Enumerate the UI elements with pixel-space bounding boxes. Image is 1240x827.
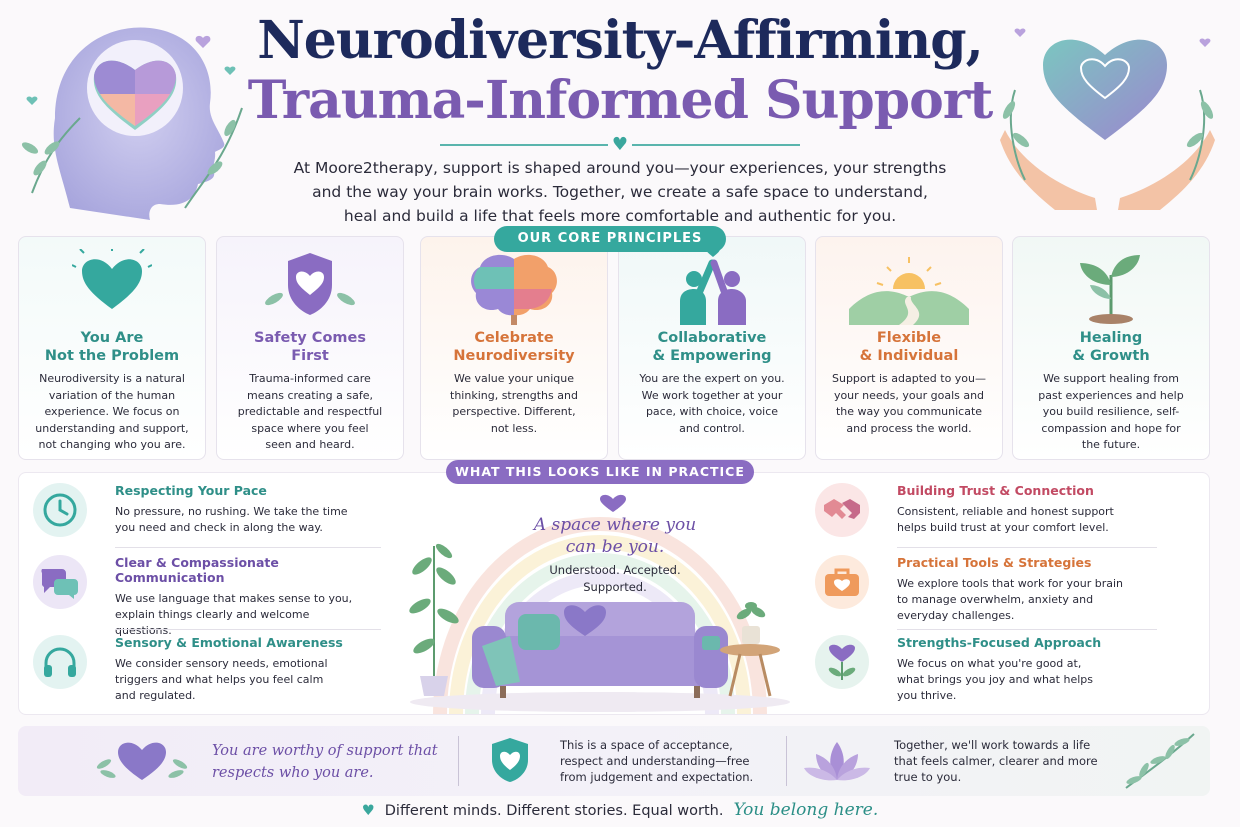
practice-text: No pressure, no rushing. We take the tim… (115, 505, 348, 534)
footer: ♥ Different minds. Different stories. Equ… (0, 800, 1240, 820)
practice-item-strengths: Strengths-Focused Approach We focus on w… (815, 635, 1155, 704)
principle-title: Flexible& Individual (859, 330, 959, 364)
heart-flower-icon (815, 635, 869, 689)
bottom-banner (18, 726, 1210, 796)
footer-belong: You belong here. (733, 800, 879, 820)
high-five-icon (680, 246, 746, 325)
heart-icon (72, 249, 152, 309)
banner-divider (786, 736, 787, 786)
handshake-icon (815, 483, 869, 537)
footer-text: Different minds. Different stories. Equa… (384, 803, 724, 819)
practice-item-trust: Building Trust & Connection Consistent, … (815, 483, 1155, 537)
leaf-branch-icon (1125, 733, 1195, 789)
core-principles-pill: OUR CORE PRINCIPLES (494, 226, 726, 252)
page-title-line1: Neurodiversity-Affirming, (257, 10, 984, 71)
page-title-line2: Trauma-Informed Support (247, 70, 993, 131)
practice-item-pace: Respecting Your Pace No pressure, no rus… (33, 483, 373, 537)
heart-icon: ♥ (361, 803, 375, 819)
practice-title: Strengths-Focused Approach (897, 635, 1102, 650)
banner-acceptance-text: This is a space of acceptance,respect an… (560, 738, 754, 784)
practice-text: We use language that makes sense to you,… (115, 592, 353, 637)
practice-title: Building Trust & Connection (897, 483, 1094, 498)
practice-title: Sensory & Emotional Awareness (115, 635, 343, 650)
lotus-icon (804, 742, 870, 781)
practice-pill: WHAT THIS LOOKS LIKE IN PRACTICE (446, 460, 754, 484)
principle-card-collaborative: Collaborative& Empowering You are the ex… (618, 236, 806, 460)
head-puzzle-heart-illustration (21, 27, 243, 220)
heart-icon: ♥ (611, 134, 629, 155)
practice-title: Respecting Your Pace (115, 483, 267, 498)
practice-title: Clear & Compassionate Communication (115, 555, 279, 585)
toolbox-heart-icon (815, 555, 869, 609)
heart-laurel-icon (96, 742, 188, 780)
headphones-icon (33, 635, 87, 689)
practice-text: We explore tools that work for your brai… (897, 577, 1124, 622)
shield-heart-icon (492, 738, 528, 782)
speech-bubbles-icon (33, 555, 87, 609)
intro-text: At Moore2therapy, support is shaped arou… (293, 159, 947, 225)
shield-heart-icon (265, 253, 355, 315)
principle-text: Support is adapted to you—your needs, yo… (831, 372, 987, 435)
practice-title: Practical Tools & Strategies (897, 555, 1092, 570)
sofa-room-illustration (409, 494, 790, 714)
title-divider: ♥ (440, 134, 800, 155)
principle-title: Collaborative& Empowering (652, 330, 772, 364)
sprout-icon (1080, 255, 1140, 324)
practice-text: We focus on what you're good at,what bri… (897, 657, 1093, 702)
principle-title: Healing& Growth (1072, 330, 1150, 364)
puzzle-brain-icon (471, 254, 557, 325)
principle-text: You are the expert on you.We work togeth… (639, 372, 785, 435)
clock-icon (33, 483, 87, 537)
banner-divider (458, 736, 459, 786)
practice-item-tools: Practical Tools & Strategies We explore … (815, 555, 1155, 624)
principle-card-flexible: Flexible& Individual Support is adapted … (815, 236, 1003, 460)
space-subline: Understood. Accepted.Supported. (549, 563, 681, 594)
practice-item-sensory: Sensory & Emotional Awareness We conside… (33, 635, 373, 704)
hands-holding-heart-illustration (1000, 28, 1215, 210)
sunrise-path-icon (849, 257, 969, 325)
practice-item-communication: Clear & Compassionate Communication We u… (33, 555, 373, 639)
